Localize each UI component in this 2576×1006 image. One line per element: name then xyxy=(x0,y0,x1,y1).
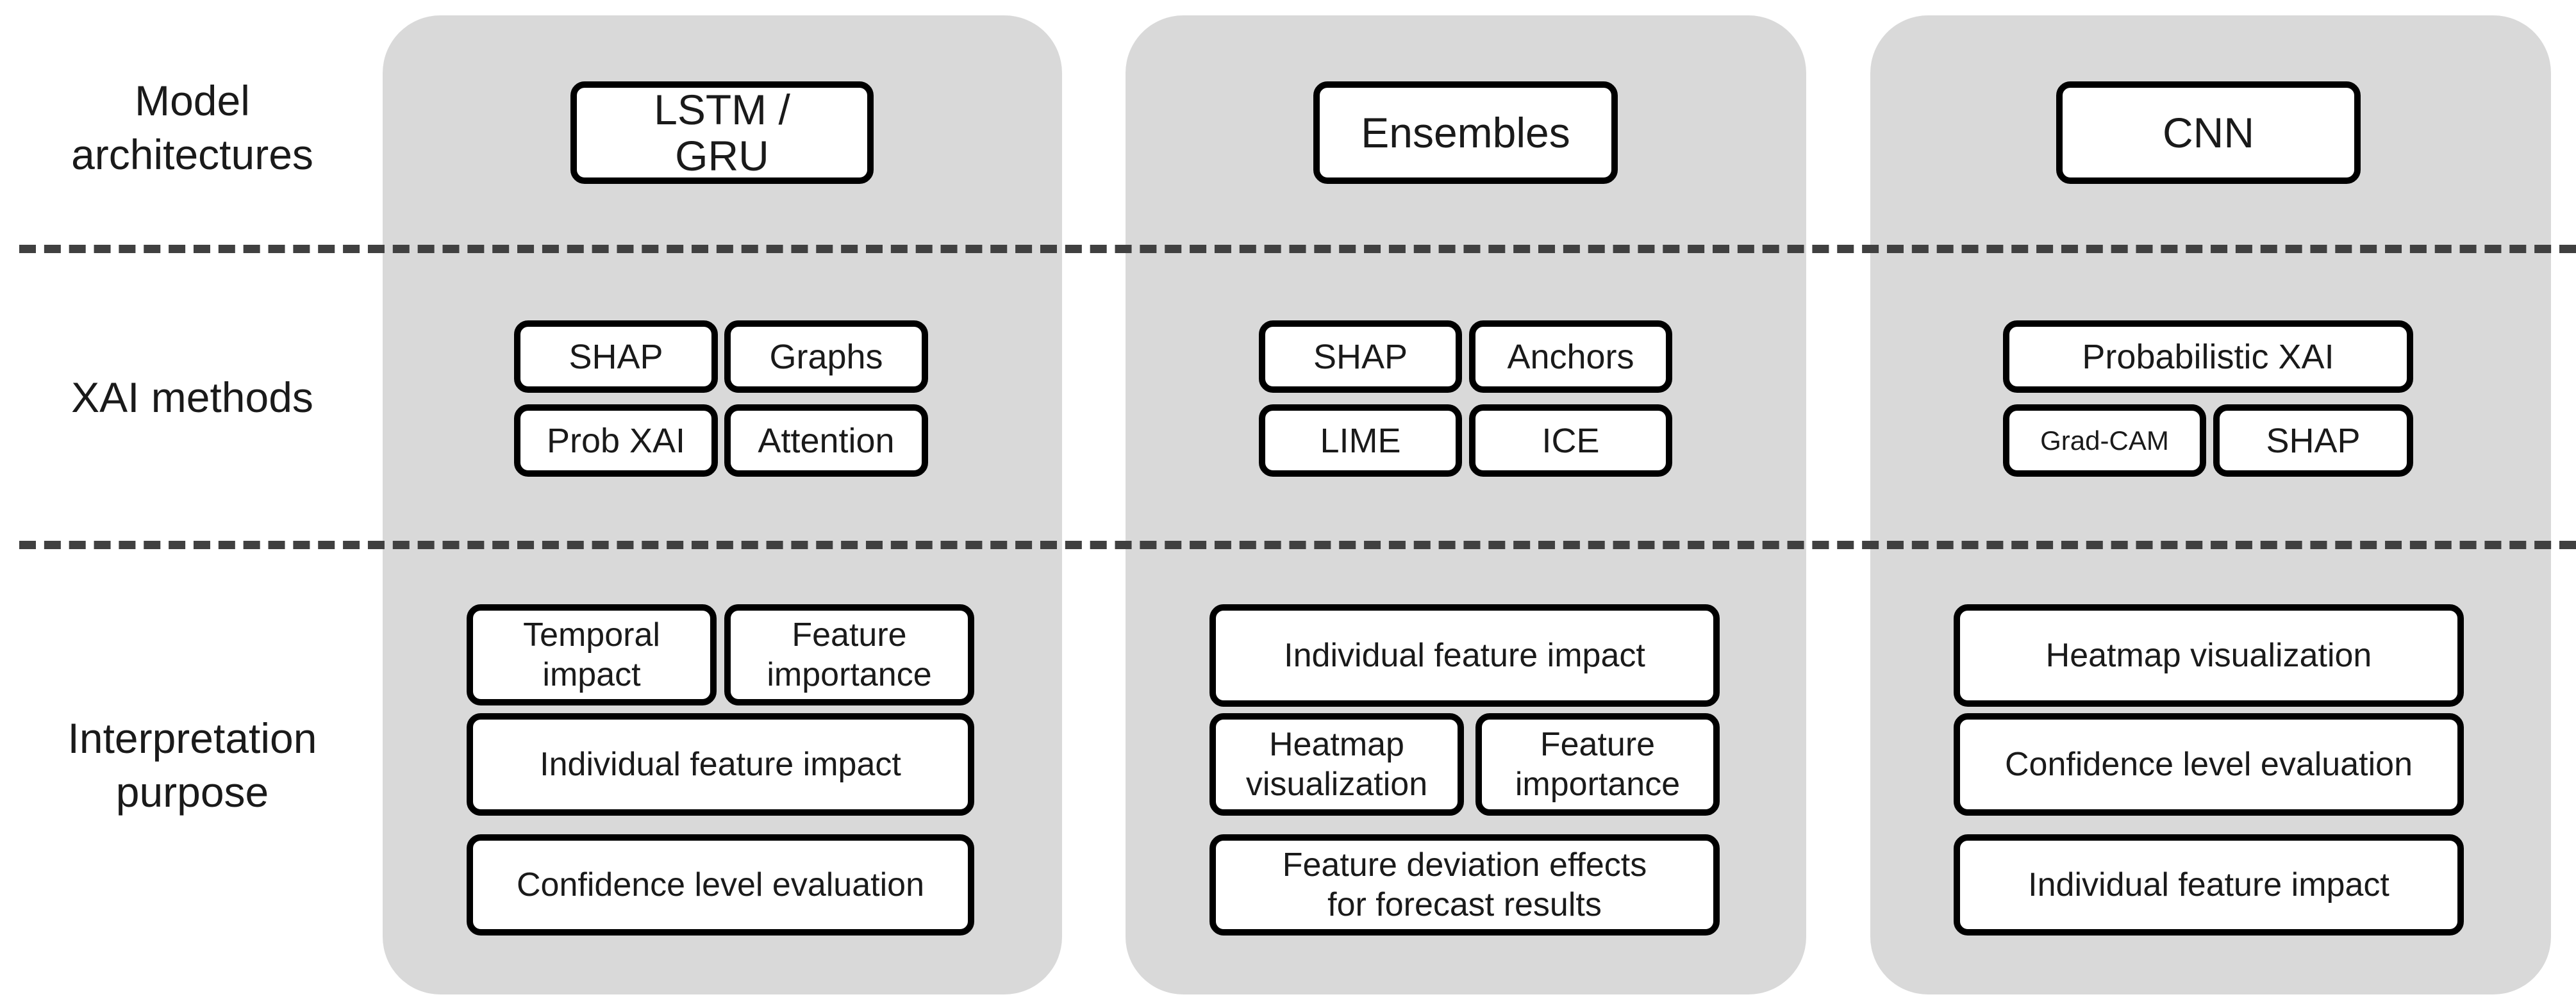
xai-method-attention: Attention xyxy=(724,404,928,477)
row-label-interpretation-purpose: Interpretation purpose xyxy=(67,714,317,816)
architecture-box-cnn: CNN xyxy=(2056,81,2361,184)
divider-bottom xyxy=(19,541,2576,549)
divider-top xyxy=(19,245,2576,253)
row-label-model-architectures: Model architectures xyxy=(71,77,313,178)
xai-method-prob-xai: Prob XAI xyxy=(514,404,718,477)
xai-method-shap: SHAP xyxy=(1259,320,1462,393)
purpose-confidence-level-evaluation: Confidence level evaluation xyxy=(1954,713,2464,816)
purpose-individual-feature-impact: Individual feature impact xyxy=(467,713,974,816)
purpose-individual-feature-impact: Individual feature impact xyxy=(1209,604,1720,707)
xai-method-grad-cam: Grad-CAM xyxy=(2003,404,2206,477)
purpose-heatmap-visualization: Heatmap visualization xyxy=(1954,604,2464,707)
purpose-heatmap-visualization: Heatmap visualization xyxy=(1209,713,1464,816)
purpose-feature-importance: Feature importance xyxy=(1475,713,1720,816)
purpose-feature-importance: Feature importance xyxy=(724,604,974,705)
xai-method-probabilistic-xai: Probabilistic XAI xyxy=(2003,320,2413,393)
purpose-feature-deviation-effects: Feature deviation effects for forecast r… xyxy=(1209,834,1720,936)
purpose-confidence-level-evaluation: Confidence level evaluation xyxy=(467,834,974,936)
row-label-xai-methods: XAI methods xyxy=(71,374,313,421)
xai-method-graphs: Graphs xyxy=(724,320,928,393)
purpose-temporal-impact: Temporal impact xyxy=(467,604,717,705)
purpose-individual-feature-impact: Individual feature impact xyxy=(1954,834,2464,936)
architecture-box-lstm-gru: LSTM / GRU xyxy=(570,81,874,184)
xai-method-shap: SHAP xyxy=(2213,404,2413,477)
xai-method-anchors: Anchors xyxy=(1469,320,1672,393)
xai-method-lime: LIME xyxy=(1259,404,1462,477)
xai-method-ice: ICE xyxy=(1469,404,1672,477)
xai-method-shap: SHAP xyxy=(514,320,718,393)
architecture-box-ensembles: Ensembles xyxy=(1313,81,1618,184)
